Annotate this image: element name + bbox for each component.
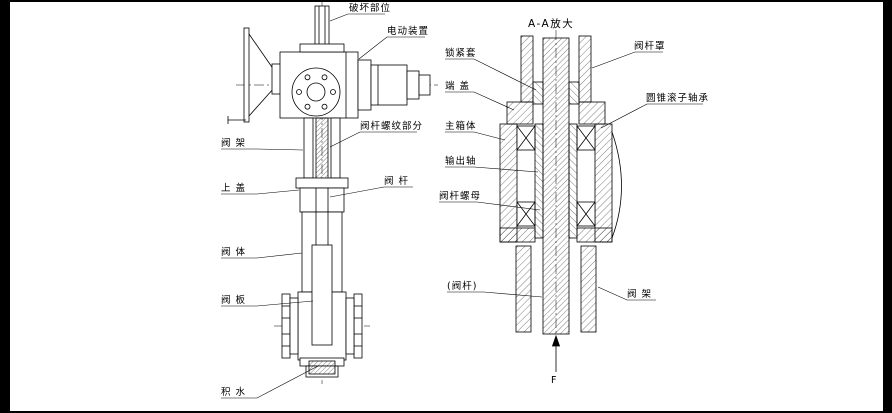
frame-bar-right	[883, 0, 892, 413]
label-body: 阀 体	[221, 247, 247, 258]
leader-bearing	[600, 103, 703, 129]
label-stem-thread-part: 阀杆螺纹部分	[360, 121, 424, 132]
label-bearing: 圆锥滚子轴承	[646, 93, 710, 104]
bottom-cap	[299, 357, 345, 378]
label-yoke-right: 阀 架	[627, 289, 653, 300]
right-view-drawing	[499, 35, 622, 372]
leader-stem	[329, 186, 413, 198]
leader-electric-actuator	[358, 36, 425, 60]
label-stem-nut: 阀杆螺母	[439, 191, 482, 202]
frame-bar-top	[0, 0, 892, 2]
label-output-shaft: 输出轴	[445, 156, 477, 167]
leader-damage-part	[329, 13, 385, 22]
handwheel	[227, 27, 285, 124]
left-view-drawing	[227, 5, 431, 378]
section-title: A-A放大	[528, 18, 575, 30]
lock-sleeve-part	[532, 81, 580, 105]
tapered-roller-bearings	[516, 125, 596, 227]
leader-body	[221, 252, 303, 259]
force-arrow	[551, 334, 561, 372]
label-main-housing: 主箱体	[445, 121, 477, 132]
label-electric-actuator: 电动装置	[387, 26, 430, 37]
leader-stem-nut	[439, 201, 541, 211]
leader-end-cover	[445, 91, 515, 111]
frame-bar-left	[0, 0, 10, 413]
main-housing-part	[499, 123, 622, 243]
label-yoke: 阀 架	[221, 138, 247, 149]
label-stem: 阀 杆	[384, 176, 410, 187]
leader-yoke-right	[597, 286, 656, 301]
gate-plate	[311, 244, 333, 346]
label-water: 积 水	[221, 387, 247, 398]
actuator-housing	[279, 43, 359, 119]
label-lock-sleeve: 锁紧套	[445, 48, 477, 59]
label-bonnet: 上 盖	[221, 183, 247, 194]
bonnet	[295, 177, 349, 213]
label-force: F	[551, 375, 558, 386]
leader-lines	[221, 13, 703, 399]
leader-stem-cover	[591, 51, 663, 69]
label-stem-paren: (阀杆)	[447, 281, 478, 292]
label-gate: 阀 板	[221, 295, 247, 306]
stem-top	[314, 5, 330, 53]
lower-yoke-part	[515, 245, 597, 333]
leader-bonnet	[221, 189, 300, 195]
leader-output-shaft	[445, 166, 539, 173]
leader-main-housing	[445, 131, 506, 141]
label-end-cover: 端 盖	[445, 81, 471, 92]
leader-stem-paren	[447, 291, 543, 298]
end-cover-part	[506, 101, 606, 125]
leader-water	[221, 365, 319, 399]
label-stem-cover: 阀杆罩	[634, 41, 666, 52]
leader-stem-thread-part	[329, 131, 417, 148]
leader-lock-sleeve	[445, 58, 537, 91]
leader-gate	[221, 300, 314, 307]
stem-cover-tube	[520, 35, 592, 103]
stem-nut-sleeve	[534, 123, 578, 239]
label-damage-part: 破坏部位	[349, 3, 392, 14]
frame-bar-bottom	[0, 411, 892, 413]
section-stem	[542, 37, 570, 335]
motor	[357, 59, 431, 111]
stem-threaded-section	[315, 117, 329, 187]
leader-yoke	[221, 148, 304, 151]
